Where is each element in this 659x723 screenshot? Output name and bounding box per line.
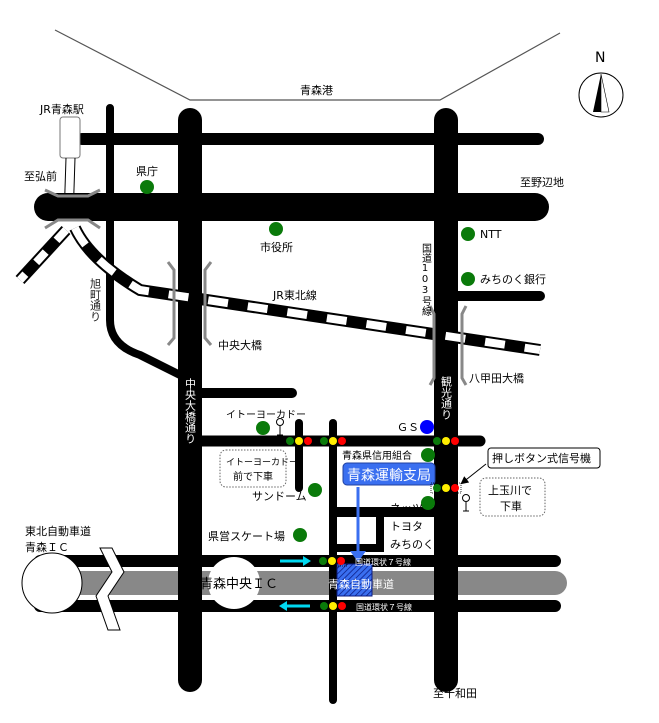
tohoku-ic-marker [21,552,83,614]
chuo-bridge-street-label: 中央大橋通り [184,378,197,444]
hakkoda-bridge-label: 八甲田大橋 [469,371,524,385]
to-towada-label: 至十和田 [433,686,477,700]
bridge-markers [44,188,468,386]
traffic-light-icon [316,555,348,567]
westbound-arrow-icon [279,601,310,611]
netz-line2: トヨタ [390,520,423,533]
ntt-label: NTT [480,228,502,241]
office-label: 青森運輸支局 [347,468,431,484]
port-label: 青森港 [300,83,333,97]
ntt-marker [461,227,475,241]
shinyo-label: 青森県信用組合 [342,449,412,462]
expressway-label: 青森自動車道 [328,577,394,591]
north-label: N [595,50,605,66]
pref-office-marker [140,180,154,194]
push-button-traffic-light-icon [430,482,462,494]
sundome-label: サンドーム [252,490,307,503]
netz-line3: みちのく [390,538,434,551]
to-noheji-label: 至野辺地 [520,176,564,189]
gs-label: ＧＳ [397,421,419,434]
netz-marker [421,496,435,510]
shinyo-marker [421,448,435,462]
ito-stop-line2: 前で下車 [233,470,273,483]
coastline [54,29,561,101]
eastbound-arrow-icon [280,556,311,566]
kamitamagawa-stop-box [479,477,546,517]
traffic-light-icon [283,435,315,447]
traffic-light-icon [317,435,349,447]
kamitamagawa-line2: 下車 [500,499,522,513]
asahi-street-label: 旭町通り [89,277,102,322]
chuo-ic-label: 青森中央ＩＣ [200,577,278,592]
city-hall-label: 市役所 [260,240,293,254]
ito-yokado-label: イトーヨーカドー [226,409,306,421]
jr-station-label: JR青森駅 [39,102,84,116]
traffic-light-icon [317,600,349,612]
ito-yokado-marker [256,421,270,435]
office-label-box [342,462,436,486]
route103-label: 国道103号線 [420,243,432,316]
ito-stop-box [219,449,287,488]
kanko-street-label: 観光通り [440,375,453,420]
city-hall-marker [269,222,283,236]
skate-label: 県営スケート場 [208,529,285,543]
netz-line1: ネッツ [390,502,423,515]
gs-marker [420,420,434,434]
bus-stop-icon [462,494,470,512]
tohoku-ic-line1: 東北自動車道 [25,524,91,538]
road-break-icon [95,547,125,631]
ring7-top-label: 国道環状７号線 [355,557,411,567]
chuo-bridge-label: 中央大橋 [218,338,262,352]
push-signal-label: 押しボタン式信号機 [492,451,591,465]
callout-arrow-icon [460,463,487,485]
chuo-ic-marker [208,557,260,609]
asahi-street [106,104,194,384]
office-building [336,563,373,597]
sundome-marker [308,483,322,497]
tohoku-ic-line2: 青森ＩＣ [25,540,69,554]
ito-stop-line1: イトーヨーカドー [226,457,298,468]
push-signal-callout [487,447,601,469]
ring7-bottom-label: 国道環状７号線 [356,602,412,612]
traffic-light-icon [430,435,462,447]
jr-station [59,116,81,159]
kamitamagawa-line1: 上玉川で [488,484,532,497]
office-access-road [333,512,384,552]
jr-tohoku-label: JR東北線 [272,288,317,302]
bus-stop-icon [276,418,284,436]
skate-marker [293,528,307,542]
michinoku-bank-label: みちのく銀行 [480,272,546,286]
north-arrow-icon [578,72,624,118]
pref-office-label: 県庁 [136,164,158,178]
michinoku-bank-marker [461,272,475,286]
to-hirosaki-label: 至弘前 [24,169,57,183]
